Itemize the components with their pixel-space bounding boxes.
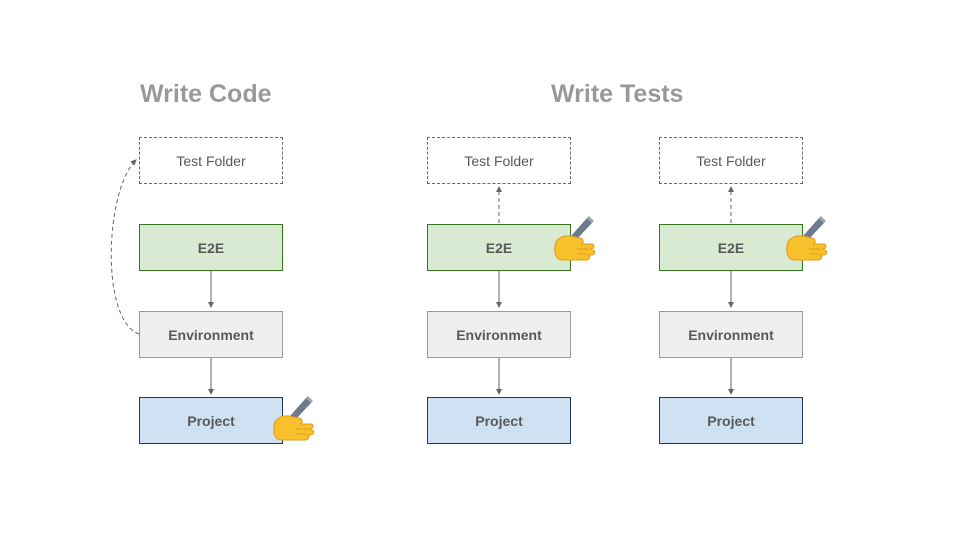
project-box: Project	[139, 397, 283, 444]
heading-write-code: Write Code	[140, 80, 272, 108]
test-folder-box: Test Folder	[427, 137, 571, 184]
project-box: Project	[427, 397, 571, 444]
e2e-box: E2E	[427, 224, 571, 271]
environment-box: Environment	[427, 311, 571, 358]
project-box: Project	[659, 397, 803, 444]
heading-write-tests: Write Tests	[551, 80, 684, 108]
writing-hand-icon	[786, 216, 828, 261]
test-folder-box: Test Folder	[659, 137, 803, 184]
environment-box: Environment	[659, 311, 803, 358]
test-folder-box: Test Folder	[139, 137, 283, 184]
environment-box: Environment	[139, 311, 283, 358]
writing-hand-icon	[554, 216, 596, 261]
dashed-arrow-environment-to-test-folder	[110, 159, 140, 335]
writing-hand-icon	[273, 396, 315, 441]
e2e-box: E2E	[139, 224, 283, 271]
e2e-box: E2E	[659, 224, 803, 271]
